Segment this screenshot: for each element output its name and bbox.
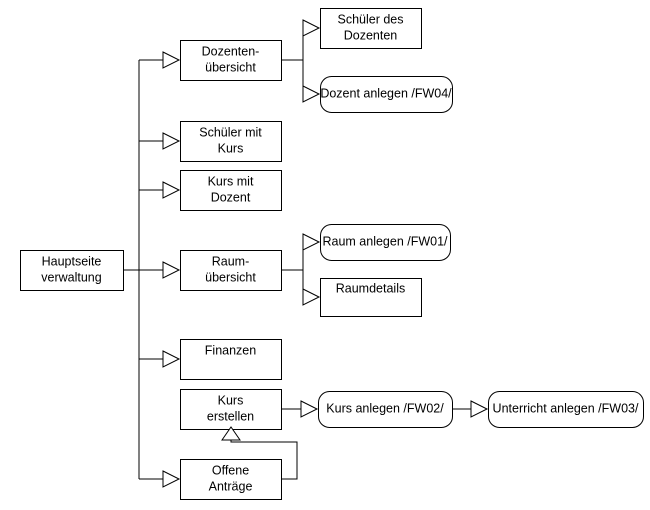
arrowhead-kurserstellen-to-kursanlegen: [300, 400, 319, 418]
arrowhead-trunk-to-raum: [162, 261, 181, 279]
edges-layer: [123, 28, 471, 480]
node-kurs-erstellen[interactable]: Kurs erstellen: [180, 389, 282, 430]
arrowheads-layer: [162, 19, 489, 488]
node-label-kurs-erstellen: erstellen: [207, 409, 254, 423]
node-label-kurs-mit-dozent: Kurs mit: [208, 174, 254, 188]
node-box-kurs-erstellen: [180, 389, 282, 430]
node-box-raum-anlegen: [320, 224, 451, 261]
node-label-hauptseite: verwaltung: [41, 270, 101, 284]
arrowhead-trunk-to-offene: [162, 470, 181, 488]
arrowhead-offene-to-kurserstellen: [221, 426, 241, 441]
edge-raum-branch: [281, 242, 304, 297]
node-box-raumuebersicht: [180, 250, 282, 291]
node-unterricht-anlegen[interactable]: Unterricht anlegen /FW03/: [488, 391, 644, 428]
node-hauptseite[interactable]: Hauptseite verwaltung: [20, 250, 124, 291]
node-label-raumdetails: Raumdetails: [336, 281, 405, 295]
node-raumuebersicht[interactable]: Raum-übersicht: [180, 250, 282, 291]
node-label-finanzen: Finanzen: [205, 343, 256, 357]
node-dozentenuebersicht[interactable]: Dozenten-übersicht: [180, 40, 282, 81]
node-finanzen[interactable]: Finanzen: [180, 339, 282, 380]
node-label-dozent-anlegen: Dozent anlegen /FW04/: [320, 86, 452, 100]
node-box-kurs-anlegen: [318, 391, 453, 428]
node-box-raumdetails: [320, 278, 422, 317]
node-box-schueler-mit-kurs: [180, 121, 282, 162]
node-box-finanzen: [180, 339, 282, 380]
node-box-schueler-des-dozenten: [320, 8, 422, 49]
arrowhead-trunk-to-dozenten: [162, 51, 181, 69]
node-label-raumuebersicht: Raum-: [212, 254, 250, 268]
node-box-unterricht-anlegen: [488, 391, 644, 428]
arrowhead-trunk-to-kursdozent: [162, 181, 181, 199]
node-label-schueler-mit-kurs: Kurs: [218, 141, 244, 155]
arrowhead-trunk-to-schueler: [162, 132, 181, 150]
node-label-dozentenuebersicht: Dozenten-: [202, 44, 260, 58]
node-box-kurs-mit-dozent: [180, 170, 282, 211]
node-label-hauptseite: Hauptseite: [42, 254, 102, 268]
node-raumdetails[interactable]: Raumdetails: [320, 278, 422, 317]
node-label-schueler-des-dozenten: Dozenten: [344, 28, 398, 42]
node-label-raum-anlegen: Raum anlegen /FW01/: [322, 234, 448, 248]
node-label-schueler-mit-kurs: Schüler mit: [199, 125, 262, 139]
node-box-dozent-anlegen: [320, 76, 453, 113]
edge-dozenten-branch: [281, 28, 304, 94]
node-dozent-anlegen[interactable]: Dozent anlegen /FW04/: [320, 76, 453, 113]
node-label-schueler-des-dozenten: Schüler des: [337, 12, 403, 26]
arrowhead-kursanlegen-to-unterricht: [470, 400, 489, 418]
edge-offene-to-kurserstellen: [230, 440, 298, 480]
arrowhead-dozenten-to-anlegen: [302, 85, 321, 103]
node-label-offene-antraege: Offene: [212, 463, 249, 477]
node-raum-anlegen[interactable]: Raum anlegen /FW01/: [320, 224, 451, 261]
node-label-kurs-anlegen: Kurs anlegen /FW02/: [326, 401, 444, 415]
nodes-layer: HauptseiteverwaltungDozenten-übersichtSc…: [20, 8, 644, 500]
node-box-offene-antraege: [180, 459, 282, 500]
arrowhead-raum-to-details: [302, 288, 321, 306]
node-kurs-anlegen[interactable]: Kurs anlegen /FW02/: [318, 391, 453, 428]
node-label-dozentenuebersicht: übersicht: [205, 60, 256, 74]
node-label-unterricht-anlegen: Unterricht anlegen /FW03/: [493, 401, 639, 415]
node-label-kurs-erstellen: Kurs: [218, 393, 244, 407]
node-box-hauptseite: [20, 250, 124, 291]
node-label-offene-antraege: Anträge: [209, 479, 253, 493]
arrowhead-trunk-to-finanzen: [162, 350, 181, 368]
node-label-kurs-mit-dozent: Dozent: [211, 190, 251, 204]
arrowhead-raum-to-anlegen: [302, 233, 321, 251]
node-label-raumuebersicht: übersicht: [205, 270, 256, 284]
node-box-dozentenuebersicht: [180, 40, 282, 81]
arrowhead-dozenten-to-schueler: [302, 19, 321, 37]
